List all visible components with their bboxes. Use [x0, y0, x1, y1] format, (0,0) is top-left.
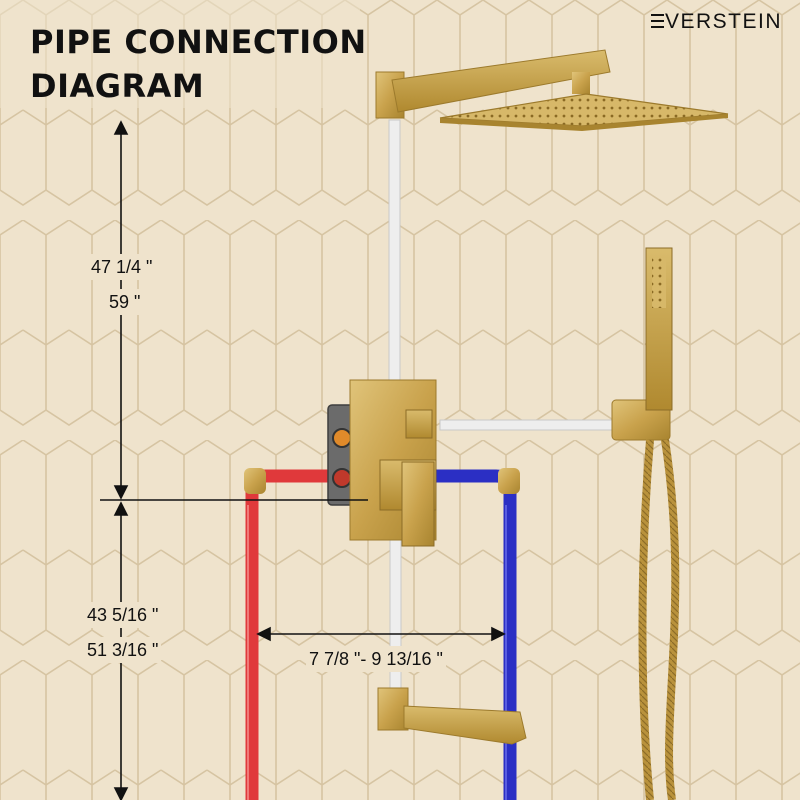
shower-hose [638, 439, 680, 800]
valve-port-icon [332, 468, 352, 488]
lower-dimension-max: 51 3/16 " [84, 637, 162, 663]
cold-elbow-fitting [498, 468, 520, 494]
arm-connector [572, 72, 590, 94]
lower-dimension-min: 43 5/16 " [84, 602, 162, 628]
handheld-supply-pipe [439, 419, 621, 431]
brand-name: VERSTEIN [664, 10, 782, 33]
title-line-2: DIAGRAM [30, 67, 205, 105]
title-line-1: PIPE CONNECTION [30, 23, 367, 61]
handheld-spray-face [652, 258, 666, 308]
three-bar-e-icon [649, 13, 664, 29]
title-backdrop [0, 0, 360, 108]
shower-head-edge [440, 114, 728, 131]
upper-dimension-min: 47 1/4 " [88, 254, 156, 280]
tub-spout [403, 705, 527, 745]
horizontal-dimension: 7 7/8 "- 9 13/16 " [306, 646, 446, 672]
diverter-knob [405, 409, 433, 439]
riser-pipe [388, 119, 401, 386]
brand-logo: VERSTEIN [649, 10, 782, 34]
upper-dimension-max: 59 " [106, 289, 144, 315]
shower-arm [391, 49, 611, 113]
hot-elbow-fitting [244, 468, 266, 494]
lever-blade [401, 461, 435, 547]
valve-cartridge-icon [332, 428, 352, 448]
diagram-title: PIPE CONNECTION DIAGRAM [30, 20, 367, 108]
horizontal-dimension-line [256, 626, 506, 642]
